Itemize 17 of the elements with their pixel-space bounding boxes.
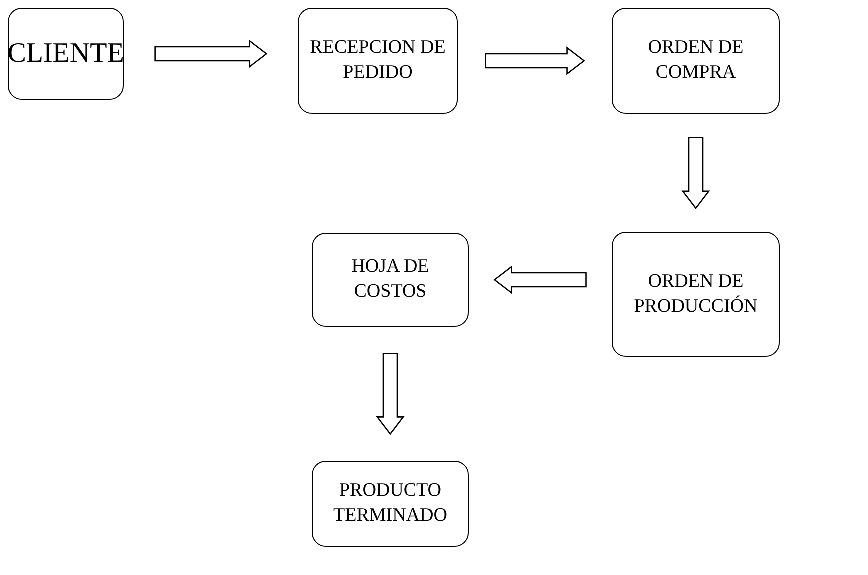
box-label: RECEPCION DE PEDIDO [309,36,447,85]
block-arrow [682,136,710,210]
process-box [612,8,780,114]
block-arrow [154,40,268,68]
box-label: ORDEN DE COMPRA [647,36,745,85]
box-label: HOJA DE COSTOS [350,255,430,304]
block-arrow [494,266,587,294]
box-label: CLIENTE [8,36,124,71]
block-arrow [376,353,405,436]
process-box [298,8,458,114]
process-box [612,232,780,357]
process-box [8,8,124,100]
process-box [312,233,469,327]
box-label: PRODUCTO TERMINADO [332,479,448,528]
block-arrow [485,46,586,76]
process-box [312,461,469,547]
box-label: ORDEN DE PRODUCCIÓN [633,270,759,318]
